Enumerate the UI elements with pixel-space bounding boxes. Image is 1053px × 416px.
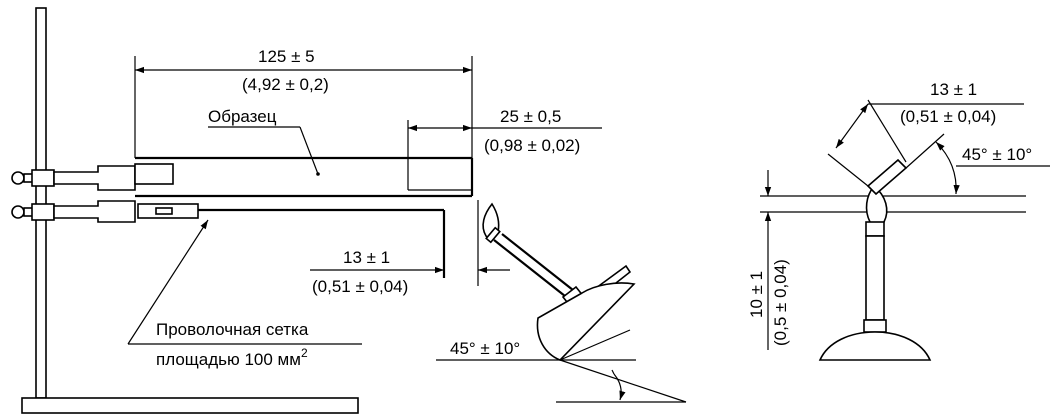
dim-overlap-inches: (0,98 ± 0,02) bbox=[484, 136, 580, 155]
angle-tilted-group: 45° ± 10° bbox=[436, 339, 687, 403]
dim-gap-inches: (0,51 ± 0,04) bbox=[312, 277, 408, 296]
dim-length: 125 ± 5 (4,92 ± 0,2) bbox=[134, 47, 473, 158]
dim-overlap: 25 ± 0,5 (0,98 ± 0,02) bbox=[407, 107, 602, 190]
burner-base-tilted bbox=[536, 282, 636, 361]
angle-upright-label: 45° ± 10° bbox=[962, 145, 1032, 164]
mesh-label-main: площадью 100 мм bbox=[156, 350, 301, 369]
dim-length-inches: (4,92 ± 0,2) bbox=[242, 75, 329, 94]
lower-clamp bbox=[11, 200, 199, 223]
lower-clamp-knob bbox=[11, 205, 25, 219]
left-view: 125 ± 5 (4,92 ± 0,2) Образец 25 ± 0,5 (0… bbox=[11, 7, 687, 414]
flame-tip-tilted bbox=[866, 158, 908, 196]
burner-base-upright bbox=[818, 331, 932, 361]
specimen-label: Образец bbox=[208, 107, 277, 126]
dim-gap: 13 ± 1 (0,51 ± 0,04) bbox=[310, 200, 510, 296]
dim-height: 10 ± 1 (0,5 ± 0,04) bbox=[747, 170, 790, 350]
mesh-label-sup: 2 bbox=[301, 346, 308, 360]
burner-upright bbox=[818, 184, 932, 361]
dim-overlap-value: 25 ± 0,5 bbox=[500, 107, 561, 126]
dim-length-value: 125 ± 5 bbox=[258, 47, 315, 66]
mesh-label-group: Проволочная сетка площадью 100 мм2 bbox=[127, 219, 362, 369]
dim-height-inches: (0,5 ± 0,04) bbox=[771, 259, 790, 346]
ring-stand bbox=[21, 7, 359, 414]
specimen-label-group: Образец bbox=[208, 107, 320, 176]
upper-clamp-knob bbox=[11, 171, 25, 185]
upper-clamp bbox=[11, 163, 174, 191]
dim-gap-value: 13 ± 1 bbox=[343, 248, 390, 267]
burner-tilted bbox=[482, 202, 636, 361]
stand-base bbox=[21, 397, 359, 414]
stand-rod bbox=[35, 7, 47, 399]
angle-upright-group: 45° ± 10° bbox=[905, 133, 1050, 195]
wire-mesh bbox=[198, 208, 446, 278]
mesh-label-line1: Проволочная сетка bbox=[156, 320, 309, 339]
dim-flame-inches: (0,51 ± 0,04) bbox=[900, 107, 996, 126]
specimen bbox=[135, 156, 474, 198]
dim-flame-value: 13 ± 1 bbox=[930, 80, 977, 99]
angle-tilted-label: 45° ± 10° bbox=[450, 339, 520, 358]
dim-height-value: 10 ± 1 bbox=[747, 271, 766, 318]
dim-flame: 13 ± 1 (0,51 ± 0,04) bbox=[827, 80, 1024, 187]
right-view: 13 ± 1 (0,51 ± 0,04) 45° ± 10° 10 ± 1 (0… bbox=[747, 80, 1050, 361]
mesh-label-line2: площадью 100 мм2 bbox=[156, 346, 308, 369]
